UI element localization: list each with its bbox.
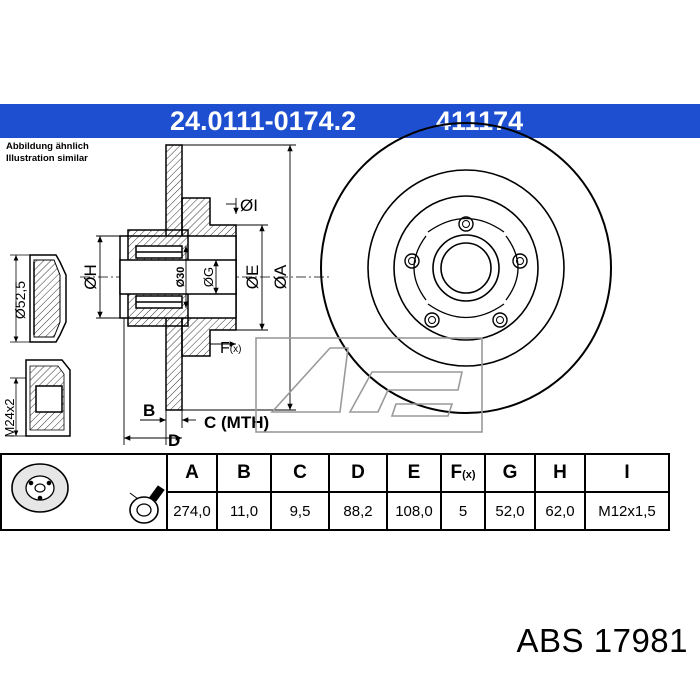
ate-watermark-logo [255, 337, 483, 433]
dim-c-label: C (MTH) [204, 413, 269, 432]
hub-cap-drawing [10, 254, 67, 343]
header-cell-i: I [584, 453, 670, 493]
brand-footer: ABS 17981 [516, 622, 688, 659]
spec-header-row: A B C D E F(x) G H I [0, 453, 670, 531]
dim-b-label: B [143, 401, 155, 420]
value-cell-d: 88,2 [328, 491, 388, 531]
dim-30-label: Ø30 [175, 267, 187, 288]
header-cell-d: D [328, 453, 388, 493]
spec-value-row: 274,0 11,0 9,5 88,2 108,0 5 52,0 62,0 M1… [1, 491, 670, 531]
reference-number: 411174 [436, 106, 524, 136]
dim-f-letter: F [220, 340, 230, 357]
dim-d-label: D [168, 431, 180, 450]
header-cell-b: B [216, 453, 272, 493]
value-cell-f: 5 [440, 491, 486, 531]
dim-m24-label: M24x2 [2, 398, 17, 437]
spec-table: A B C D E F(x) G H I 274,0 11,0 9,5 88,2… [0, 453, 670, 531]
dim-f-label: F(x) [220, 340, 241, 357]
part-number: 24.0111-0174.2 [170, 106, 357, 136]
header-cell-e: E [386, 453, 442, 493]
disc-front-view [320, 122, 612, 414]
note-line-1: Abbildung ähnlich [6, 141, 89, 152]
value-cell-e: 108,0 [386, 491, 442, 531]
value-cell-i: M12x1,5 [584, 491, 670, 531]
disc-cross-section [80, 144, 330, 411]
header-cell-c: C [270, 453, 330, 493]
dim-a-label: ØA [271, 264, 290, 289]
note-line-2: Illustration similar [6, 153, 88, 164]
header-cell-a: A [166, 453, 218, 493]
value-cell-g: 52,0 [484, 491, 536, 531]
header-f-letter: F [450, 462, 463, 483]
header-cell-f: F(x) [440, 453, 486, 493]
hub-nut-drawing [10, 359, 71, 437]
header-bar [0, 104, 700, 138]
table-image-cell [0, 453, 168, 531]
dim-h-label: ØH [81, 264, 100, 290]
value-cell-h: 62,0 [534, 491, 586, 531]
header-f-sub: (x) [462, 469, 476, 481]
dim-g-label: ØG [201, 267, 216, 287]
value-cell-a: 274,0 [166, 491, 218, 531]
dim-f-sub: (x) [230, 344, 242, 355]
header-cell-h: H [534, 453, 586, 493]
value-cell-b: 11,0 [216, 491, 272, 531]
value-cell-c: 9,5 [270, 491, 330, 531]
header-cell-g: G [484, 453, 536, 493]
dim-e-label: ØE [243, 265, 262, 290]
dim-52-5-label: Ø52,5 [12, 281, 28, 319]
dim-i-label: ØI [240, 196, 258, 215]
